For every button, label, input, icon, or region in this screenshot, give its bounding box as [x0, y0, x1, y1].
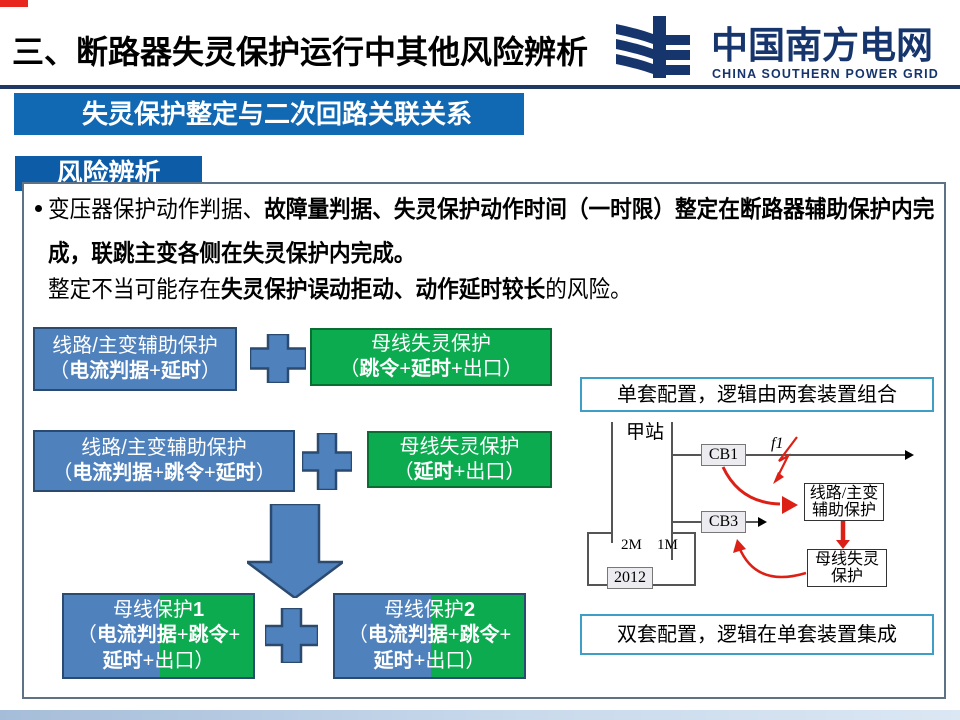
logo-english-name: CHINA SOUTHERN POWER GRID	[712, 67, 939, 81]
csg-logo-icon	[616, 16, 690, 78]
aux-protection-node: 线路/主变辅助保护	[804, 483, 884, 521]
flow-box-busbar-failure-2: 母线失灵保护 （延时+出口）	[367, 431, 552, 488]
down-arrow-icon	[247, 504, 343, 598]
paragraph-line-3: 整定不当可能存在失灵保护误动拒动、动作延时较长的风险。	[48, 276, 632, 302]
logo-chinese-name: 中国南方电网	[711, 25, 933, 66]
config-caption-single: 单套配置，逻辑由两套装置组合	[580, 377, 934, 412]
breaker-2012: 2012	[607, 567, 653, 589]
footer-bar	[0, 710, 960, 720]
header-divider	[0, 85, 960, 89]
plus-icon	[250, 334, 306, 383]
flow-box-aux-protection-1: 线路/主变辅助保护 （电流判据+延时）	[33, 327, 237, 391]
config-caption-double: 双套配置，逻辑在单套装置集成	[580, 614, 934, 655]
flow-box-busbar-protection-1: 母线保护1 （电流判据+跳令+ 延时+出口）	[62, 593, 255, 679]
flow-box-aux-protection-2: 线路/主变辅助保护 （电流判据+跳令+延时）	[33, 430, 295, 492]
flow-box-busbar-protection-2: 母线保护2 （电流判据+跳令+ 延时+出口）	[333, 593, 526, 679]
paragraph-line-1: 变压器保护动作判据、故障量判据、失灵保护动作时间（一时限）整定在断路器辅助保护内…	[48, 196, 935, 222]
station-label: 甲站	[626, 422, 665, 443]
plus-icon	[302, 433, 352, 490]
busbar-failure-node: 母线失灵保护	[807, 549, 887, 587]
page-title: 三、断路器失灵保护运行中其他风险辨析	[12, 34, 589, 70]
top-left-accent-bar	[0, 0, 28, 7]
bullet-dot	[35, 205, 42, 212]
fault-f1-label: f1	[771, 435, 784, 452]
subtitle-banner: 失灵保护整定与二次回路关联关系	[14, 93, 524, 135]
circuit-diagram	[587, 422, 914, 586]
paragraph-line-2: 成，联跳主变各侧在失灵保护内完成。	[48, 240, 416, 266]
breaker-cb3: CB3	[701, 511, 746, 533]
bus-1m-label: 1M	[657, 537, 678, 553]
breaker-cb1: CB1	[701, 444, 746, 466]
plus-icon	[265, 608, 318, 663]
flow-box-busbar-failure-1: 母线失灵保护 （跳令+延时+出口）	[310, 328, 552, 386]
bus-2m-label: 2M	[621, 537, 642, 553]
